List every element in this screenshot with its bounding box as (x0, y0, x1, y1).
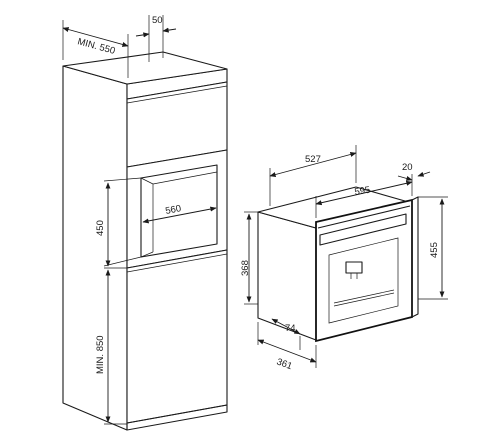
dim-appliance-width: 595 (315, 174, 413, 218)
dim-label-appliance-depth: 527 (305, 154, 321, 165)
dim-top-gap: 50 (135, 15, 177, 62)
cabinet-plinth (126, 404, 228, 431)
dim-appliance-height-total: 455 (418, 196, 448, 300)
dim-appliance-depth: 527 (269, 145, 357, 206)
dim-label-appliance-side-depth: 361 (275, 356, 294, 372)
cabinet-lower-door (126, 249, 228, 424)
dim-label-top-gap: 50 (152, 15, 163, 26)
dim-appliance-height-body: 368 (240, 211, 258, 305)
cabinet-side-panel (62, 65, 128, 431)
dim-appliance-side-depth: 361 (257, 322, 317, 372)
tall-cabinet (62, 51, 228, 431)
dim-label-niche-width: 560 (164, 203, 182, 217)
dim-base-height: MIN. 850 (95, 267, 127, 425)
appliance-front-frame (315, 198, 413, 343)
cabinet-niche-opening (140, 164, 218, 258)
dim-label-niche-height: 450 (95, 220, 106, 236)
dim-niche-width: 560 (142, 203, 217, 224)
appliance-control-panel (319, 213, 407, 246)
dim-label-appliance-height-body: 368 (240, 260, 251, 276)
dim-label-front-offset: 74 (285, 323, 296, 334)
dim-label-appliance-width: 595 (354, 185, 371, 198)
spout-icon (345, 261, 363, 274)
dim-front-depth: 20 (397, 162, 431, 181)
cabinet-top-surface (62, 51, 228, 85)
appliance-side (257, 211, 317, 341)
dim-label-cabinet-depth: MIN. 550 (76, 36, 116, 57)
built-in-appliance (257, 186, 419, 343)
dim-label-front-depth: 20 (402, 162, 413, 173)
dim-niche-height: 450 (95, 177, 142, 267)
dim-label-appliance-height-total: 455 (429, 242, 440, 258)
appliance-recess (328, 237, 399, 324)
dim-label-base-height: MIN. 850 (95, 335, 106, 374)
